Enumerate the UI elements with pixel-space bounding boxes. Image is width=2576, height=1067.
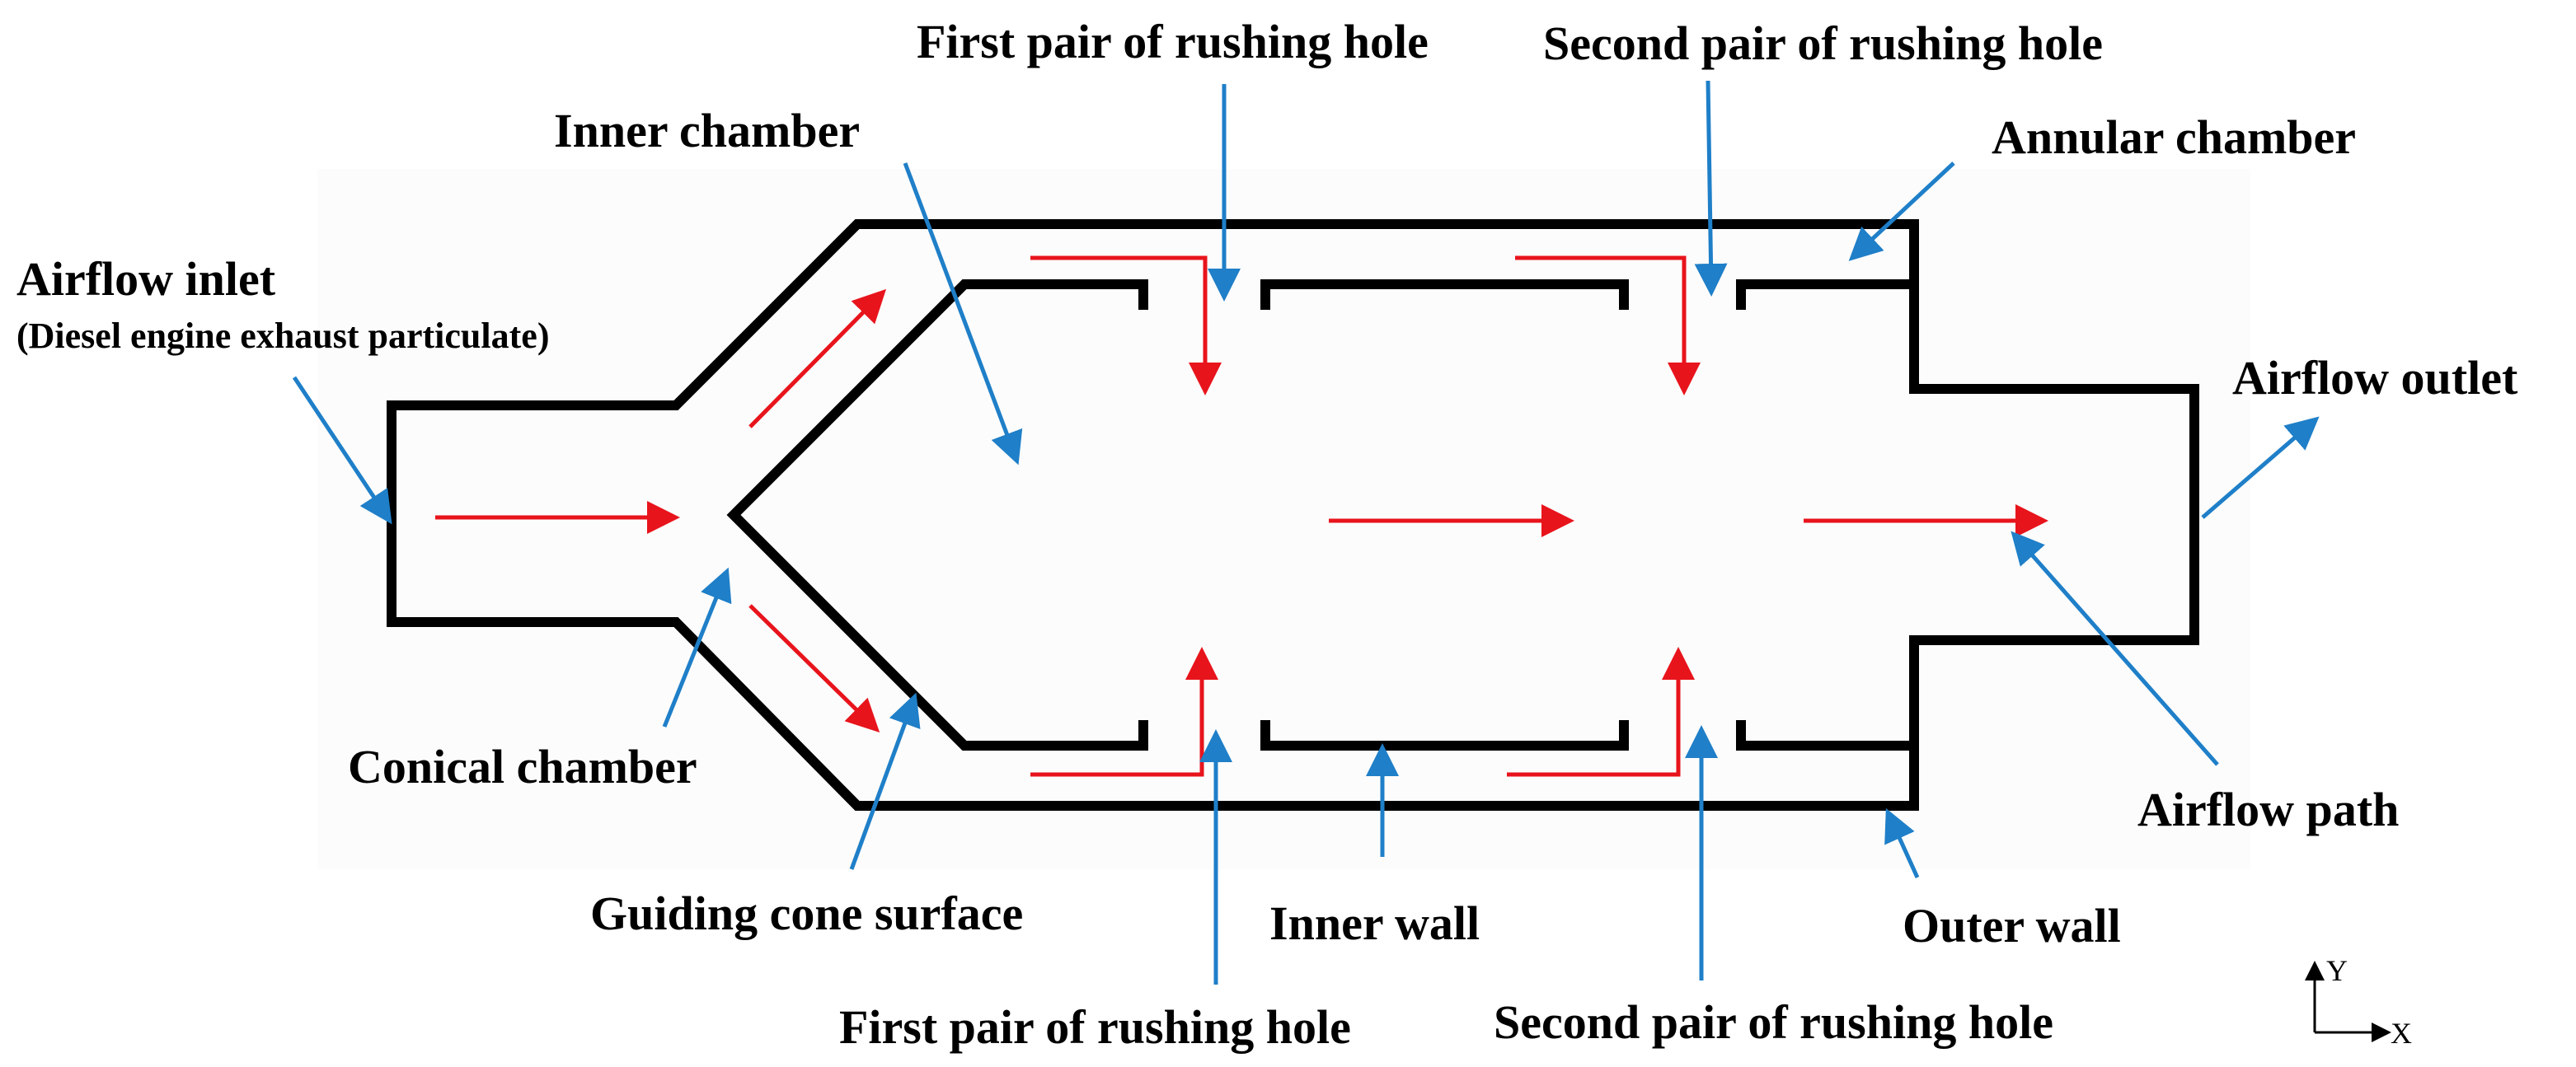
label-airflow-path: Airflow path <box>2137 783 2399 836</box>
guiding-cone-and-inner-wall-upper <box>726 279 1148 751</box>
inner-wall-right-lower <box>1736 720 1919 751</box>
airflow-arrows <box>435 255 2048 777</box>
label-inner-wall: Inner wall <box>1269 896 1480 950</box>
label-airflow-outlet: Airflow outlet <box>2232 351 2518 405</box>
outer-wall <box>387 219 2199 811</box>
label-first-pair-top: First pair of rushing hole <box>917 15 1429 68</box>
label-inner-chamber: Inner chamber <box>554 104 860 157</box>
x-axis-label: X <box>2391 1017 2412 1050</box>
y-axis-label: Y <box>2326 954 2348 987</box>
pointer-airflow-outlet <box>2201 416 2320 519</box>
labels: Airflow inlet (Diesel engine exhaust par… <box>16 15 2518 1054</box>
flow-arrow-hole2-top <box>1515 255 1701 395</box>
label-conical-chamber: Conical chamber <box>348 740 697 793</box>
label-guiding-cone-surface: Guiding cone surface <box>590 887 1023 940</box>
pointer-airflow-inlet <box>292 376 392 525</box>
inner-wall-right-upper <box>1736 279 1919 310</box>
inner-wall-middle-upper <box>1260 279 1629 310</box>
pointer-outer-wall <box>1884 807 1920 879</box>
pointer-airflow-path <box>2011 531 2219 766</box>
coordinate-axes: Y X <box>2305 954 2412 1050</box>
label-first-pair-bottom: First pair of rushing hole <box>839 1000 1351 1054</box>
label-second-pair-top: Second pair of rushing hole <box>1543 16 2103 70</box>
inner-wall <box>726 279 1919 751</box>
flow-arrow-cone-upper <box>748 288 887 428</box>
label-inlet-note: (Diesel engine exhaust particulate) <box>16 316 549 356</box>
outer-wall-upper <box>387 219 2199 811</box>
pointer-second-pair-top <box>1694 80 1728 297</box>
pointer-arrows <box>292 80 2320 985</box>
pointer-conical-chamber <box>662 567 732 728</box>
flow-arrow-hole1-bottom <box>1030 647 1218 777</box>
label-second-pair-bottom: Second pair of rushing hole <box>1494 995 2053 1049</box>
flow-arrow-cone-lower <box>748 604 880 732</box>
pointer-inner-chamber <box>903 162 1023 466</box>
flow-arrow-hole2-bottom <box>1507 647 1695 777</box>
pointer-annular-chamber <box>1848 161 1955 261</box>
pointer-guiding-cone-surface <box>849 692 921 870</box>
label-airflow-inlet: Airflow inlet <box>16 252 276 306</box>
flow-arrow-hole1-top <box>1030 255 1222 395</box>
label-annular-chamber: Annular chamber <box>1992 110 2356 164</box>
label-outer-wall: Outer wall <box>1903 899 2121 952</box>
inner-wall-middle-lower <box>1260 720 1629 751</box>
